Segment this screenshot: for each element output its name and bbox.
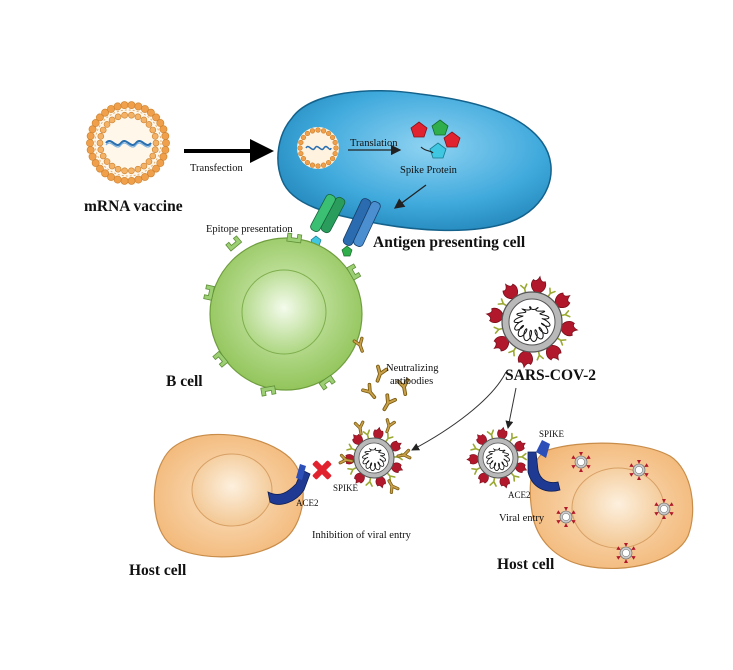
host-cell-left bbox=[153, 433, 304, 558]
ace2-label-right: ACE2 bbox=[508, 490, 531, 500]
inhibition-label: Inhibition of viral entry bbox=[312, 530, 412, 541]
epitope-receptor-blue bbox=[342, 198, 381, 247]
spike-protein-label: Spike Protein bbox=[400, 165, 458, 176]
mrna-vaccine-particle bbox=[86, 101, 170, 185]
virus-to-host-arrow bbox=[505, 387, 517, 429]
neutralized-virion bbox=[342, 426, 405, 490]
virus-to-neutralized-arrow bbox=[411, 371, 507, 451]
antigen-presenting-cell-label: Antigen presenting cell bbox=[373, 234, 526, 251]
b-cell-label: B cell bbox=[166, 373, 203, 390]
antibody-icon bbox=[371, 364, 389, 385]
spike-label-left: SPIKE bbox=[333, 483, 359, 493]
epitope-fragment-icon bbox=[341, 245, 353, 257]
spike-label-right: SPIKE bbox=[539, 429, 565, 439]
b-cell bbox=[203, 232, 363, 397]
internalized-vaccine-particle bbox=[297, 127, 339, 169]
epitope-presentation-label: Epitope presentation bbox=[206, 224, 293, 235]
transfection-label: Transfection bbox=[190, 163, 243, 174]
ace2-receptor-right bbox=[527, 440, 561, 492]
host-cell-right-label: Host cell bbox=[497, 556, 555, 573]
antibody-icon bbox=[361, 382, 380, 402]
blocked-cross-icon bbox=[312, 460, 332, 480]
bound-antibody-icon bbox=[384, 477, 400, 494]
antibody-icon bbox=[352, 336, 368, 355]
neutralizing-label: Neutralizing bbox=[386, 363, 439, 374]
antigen-presenting-cell-body bbox=[277, 89, 552, 232]
binding-virion bbox=[466, 426, 529, 490]
epitope-receptor-green bbox=[310, 194, 346, 234]
mrna-vaccine-label: mRNA vaccine bbox=[84, 198, 183, 215]
sars-cov-2-label: SARS-COV-2 bbox=[505, 367, 596, 384]
bound-antibody-icon bbox=[381, 418, 396, 435]
mrna-strand-icon bbox=[105, 140, 152, 146]
translation-label: Translation bbox=[350, 138, 398, 149]
spike-protein-icon bbox=[410, 119, 461, 159]
antibody-icon bbox=[378, 393, 397, 414]
internalized-virions bbox=[556, 452, 674, 563]
host-cell-left-label: Host cell bbox=[129, 562, 187, 579]
antibodies-label: antibodies bbox=[390, 376, 433, 387]
presentation-arrow bbox=[393, 184, 427, 209]
ace2-receptor-left bbox=[267, 464, 311, 505]
host-cell-right bbox=[529, 442, 694, 570]
viral-entry-label: Viral entry bbox=[499, 513, 545, 524]
ace2-label-left: ACE2 bbox=[296, 498, 319, 508]
sars-cov-2-virion bbox=[485, 275, 579, 369]
